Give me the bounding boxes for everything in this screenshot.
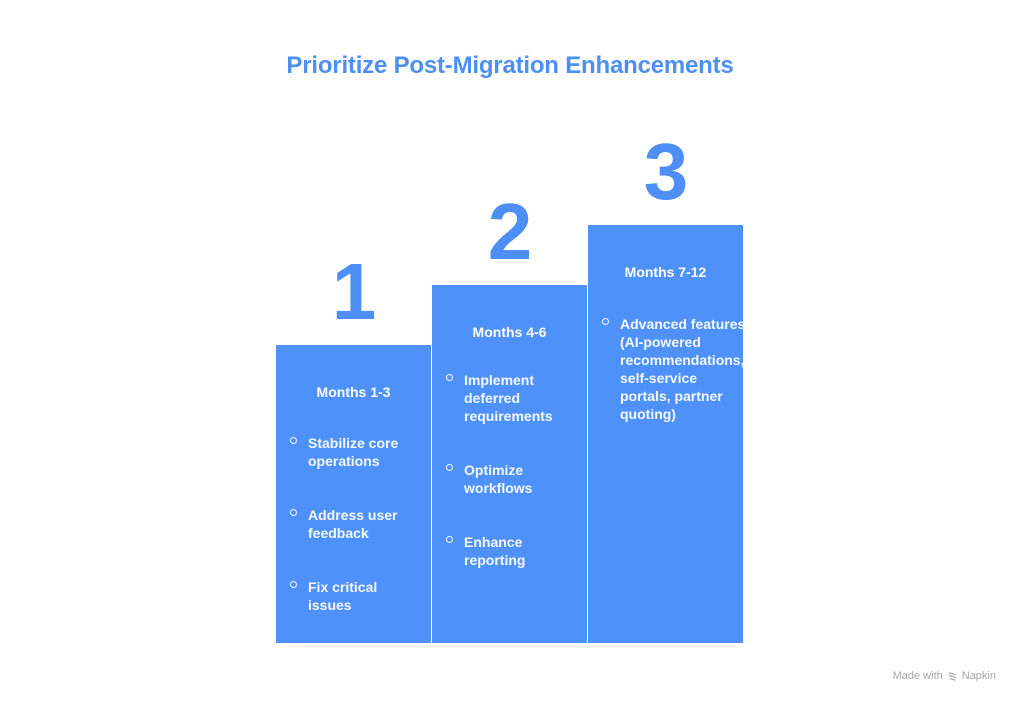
bullet-icon	[290, 437, 297, 444]
list-item: Address user feedback	[290, 506, 420, 542]
step-number-2: 2	[487, 187, 533, 276]
bullet-icon	[446, 536, 453, 543]
phase-box-1: Months 1-3 Stabilize core operations Add…	[276, 345, 431, 643]
phase-period: Months 1-3	[316, 384, 391, 400]
diagram-title: Prioritize Post-Migration Enhancements	[286, 52, 734, 79]
napkin-watermark: Made with Napkin	[893, 670, 996, 682]
napkin-brand: Napkin	[961, 670, 996, 682]
phase-box-2: Months 4-6 Implement deferred requiremen…	[432, 285, 587, 643]
bullet-icon	[290, 581, 297, 588]
list-item: Fix critical issues	[290, 578, 420, 614]
bullet-icon	[602, 318, 609, 325]
bullet-icon	[290, 509, 297, 516]
list-item: Optimize workflows	[446, 461, 574, 497]
phase-period: Months 7-12	[624, 264, 707, 280]
napkin-logo-icon	[948, 671, 957, 681]
step-number-1: 1	[331, 247, 377, 336]
list-item: Advanced features (AI-powered recommenda…	[602, 315, 743, 423]
made-with-label: Made with	[892, 670, 943, 682]
list-item: Enhance reporting	[446, 533, 574, 569]
phase-box-3: Months 7-12 Advanced features (AI-powere…	[588, 225, 743, 643]
list-item: Stabilize core operations	[290, 434, 420, 470]
phase-items: Stabilize core operations Address user f…	[290, 434, 420, 643]
phase-period: Months 4-6	[472, 324, 547, 340]
bullet-icon	[446, 374, 453, 381]
phase-items: Implement deferred requirements Optimize…	[446, 371, 574, 605]
step-number-3: 3	[643, 127, 689, 216]
list-item: Implement deferred requirements	[446, 371, 574, 425]
phase-items: Advanced features (AI-powered recommenda…	[602, 315, 743, 459]
bullet-icon	[446, 464, 453, 471]
